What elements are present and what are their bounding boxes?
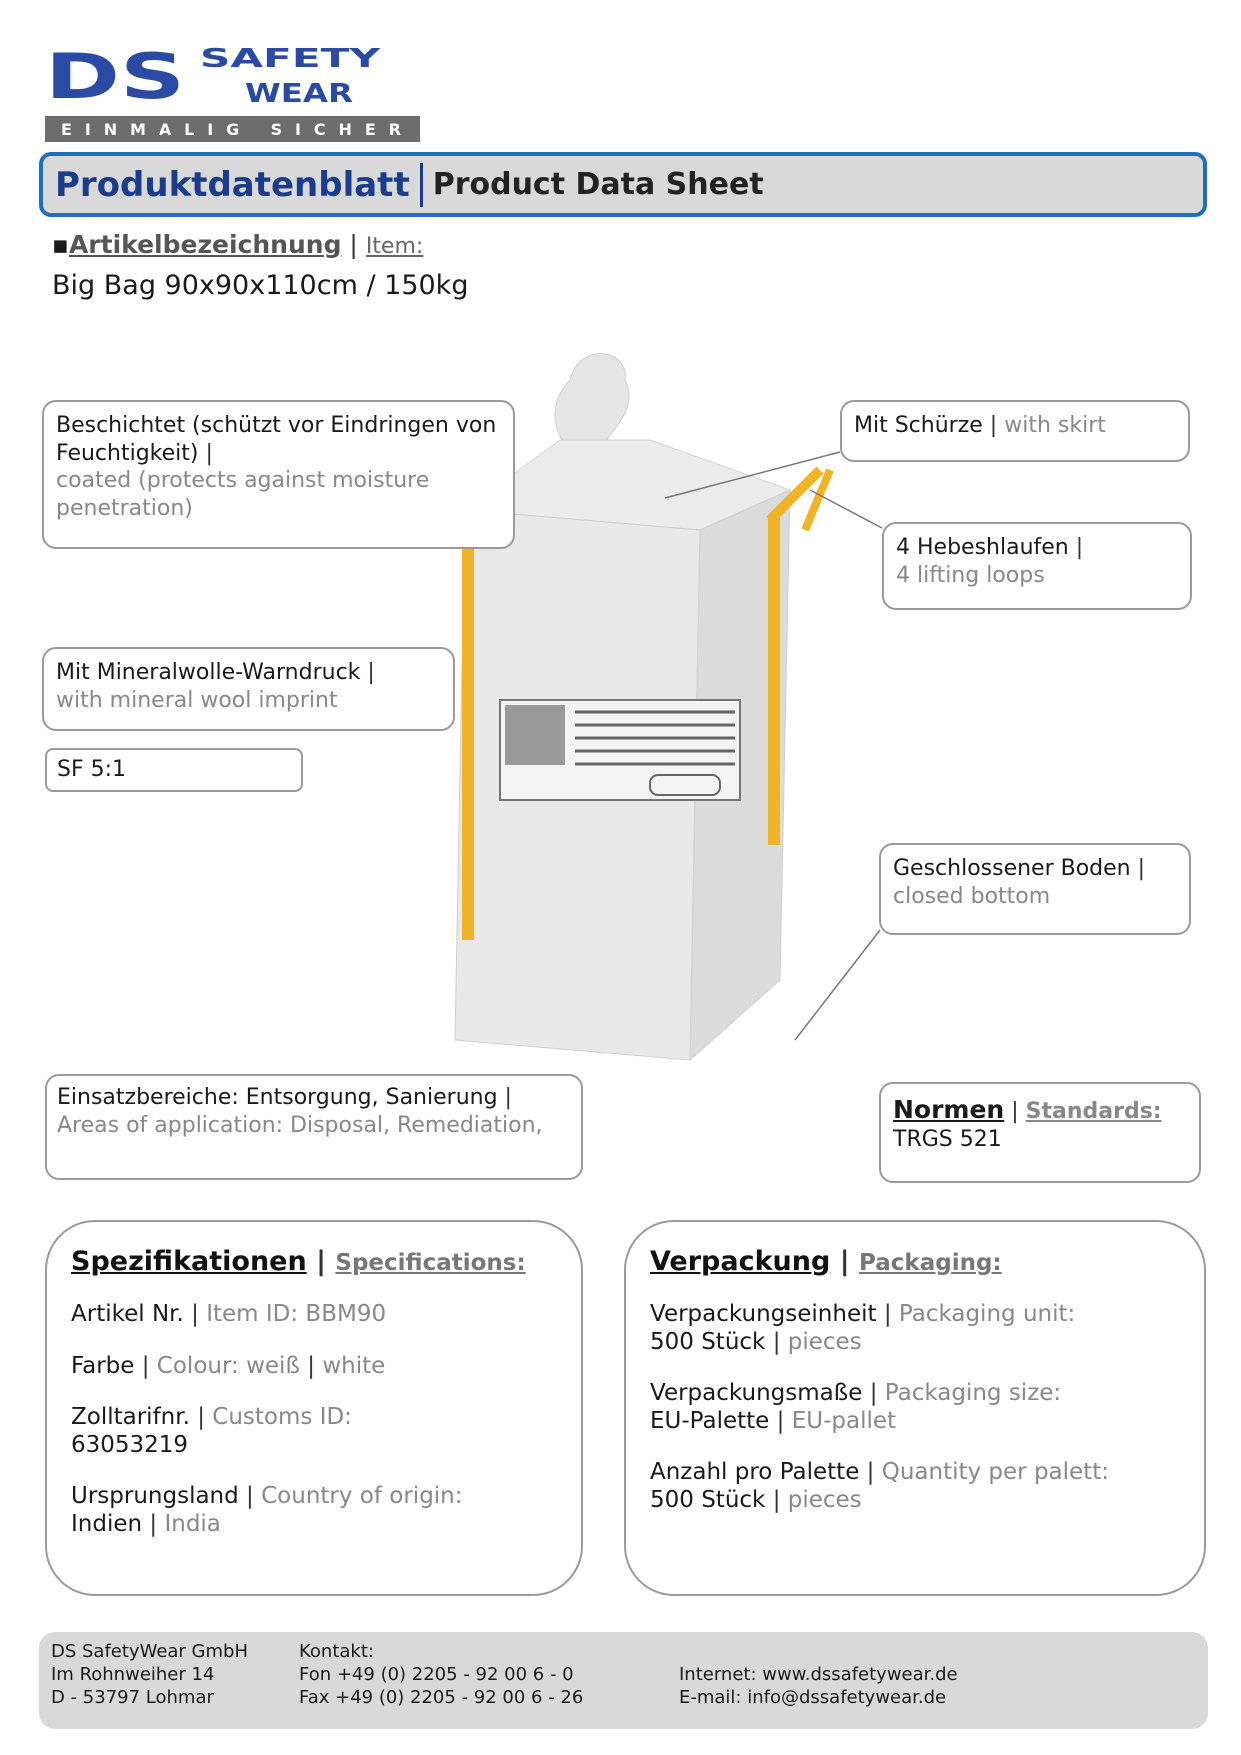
packaging-panel: Verpackung | Packaging: Verpackungseinhe… [624, 1220, 1206, 1596]
big-bag-image [422, 353, 883, 1062]
callout-loops: 4 Hebeshlaufen |4 lifting loops [882, 522, 1192, 610]
logo-ds: DS [45, 42, 185, 113]
specifications-panel: Spezifikationen | Specifications: Artike… [45, 1220, 583, 1596]
pack-size: Verpackungsmaße | Packaging size:EU-Pale… [650, 1380, 1062, 1434]
item-label: ▪Artikelbezeichnung | Item: [52, 230, 424, 259]
footer-company: DS SafetyWear GmbH [51, 1641, 248, 1662]
logo-wear: WEAR [245, 79, 353, 109]
callout-bottom: Geschlossener Boden |closed bottom [879, 843, 1191, 935]
footer-phone: Fon +49 (0) 2205 - 92 00 6 - 0 [299, 1664, 574, 1685]
footer-fax: Fax +49 (0) 2205 - 92 00 6 - 26 [299, 1687, 584, 1708]
footer-email-link[interactable]: E-mail: info@dssafetywear.de [679, 1687, 947, 1708]
callout-application: Einsatzbereiche: Entsorgung, Sanierung |… [45, 1074, 583, 1180]
callout-skirt: Mit Schürze | with skirt [840, 400, 1190, 462]
spec-origin: Ursprungsland | Country of origin:Indien… [71, 1483, 463, 1537]
logo-safety: SAFETY [200, 44, 382, 74]
pack-unit: Verpackungseinheit | Packaging unit:500 … [650, 1301, 1076, 1355]
spec-colour: Farbe | Colour: weiß | white [71, 1352, 386, 1379]
spec-customs: Zolltarifnr. | Customs ID:63053219 [71, 1404, 352, 1458]
page-title: Produktdatenblatt Product Data Sheet [39, 152, 1207, 217]
company-logo: DS SAFETY WEAR EINMALIG SICHER [45, 40, 420, 142]
safety-factor: SF 5:1 [45, 748, 303, 792]
footer: DS SafetyWear GmbH Im Rohnweiher 14 D - … [39, 1632, 1208, 1729]
footer-street: Im Rohnweiher 14 [51, 1664, 215, 1685]
item-value: Big Bag 90x90x110cm / 150kg [52, 270, 469, 301]
spec-item-id: Artikel Nr. | Item ID: BBM90 [71, 1301, 387, 1327]
title-en: Product Data Sheet [432, 167, 764, 202]
callout-imprint: Mit Mineralwolle-Warndruck |with mineral… [42, 647, 455, 731]
footer-contact: Kontakt: [299, 1641, 374, 1662]
standards-box: Normen | Standards:TRGS 521 [879, 1082, 1201, 1183]
callout-coated: Beschichtet (schützt vor Eindringen von … [42, 400, 515, 549]
logo-tagline: EINMALIG SICHER [61, 120, 401, 139]
footer-website-link[interactable]: Internet: www.dssafetywear.de [679, 1664, 958, 1685]
footer-city: D - 53797 Lohmar [51, 1687, 214, 1708]
title-de: Produktdatenblatt [55, 164, 410, 205]
pack-qty: Anzahl pro Palette | Quantity per palett… [650, 1459, 1109, 1513]
